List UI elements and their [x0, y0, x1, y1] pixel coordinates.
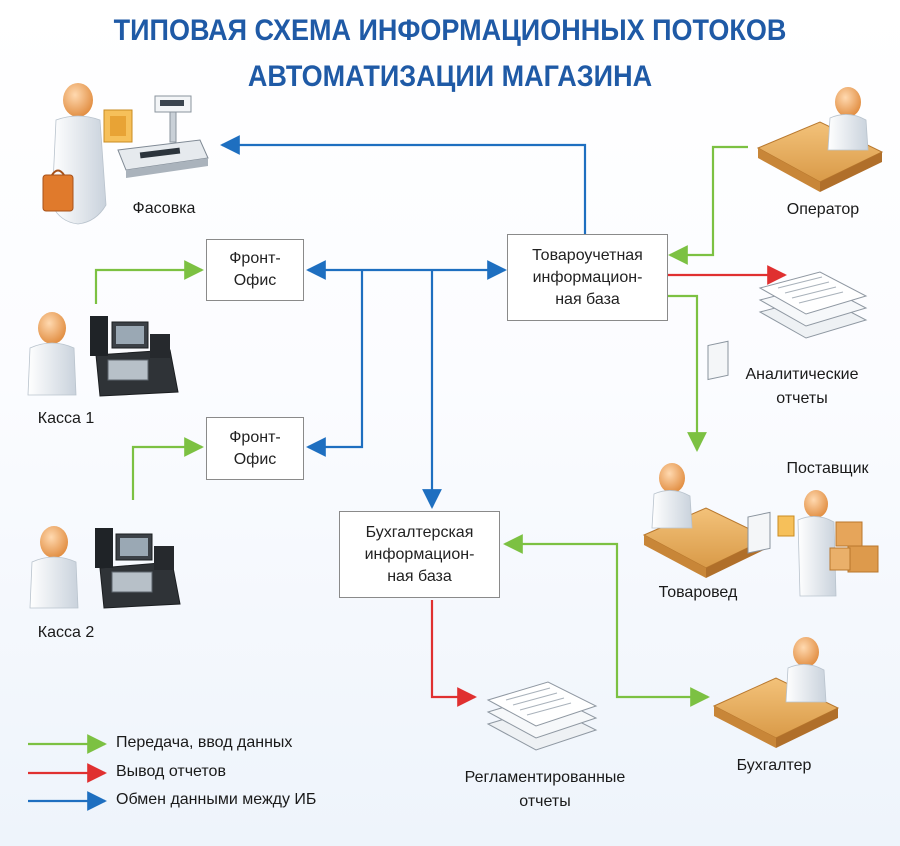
cash2-register-icon [95, 528, 181, 609]
arrow-to-accountant [615, 638, 710, 707]
accountant-desk-icon [712, 511, 840, 748]
cash1-cashier-icon [27, 312, 77, 396]
supplier-icon [777, 490, 879, 597]
cash2-cashier-icon [29, 526, 79, 609]
arrow-operator-to-goods-db [668, 145, 748, 265]
diagram-title-line2: АВТОМАТИЗАЦИИ МАГАЗИНА [247, 60, 653, 93]
front-office-2-box: Фронт- Офис [206, 417, 304, 480]
accountant-label: Бухгалтер [736, 757, 812, 774]
arrow-cash1-to-front-office [94, 260, 204, 304]
analytic-reports-icon [758, 271, 868, 339]
front-office-1-box: Фронт- Офис [206, 239, 304, 301]
arrow-goods-db-to-merchandiser [668, 294, 707, 452]
legend-red-label: Вывод отчетов [116, 763, 226, 780]
cash2-label: Касса 2 [37, 624, 95, 641]
diagram-title-line1: ТИПОВАЯ СХЕМА ИНФОРМАЦИОННЫХ ПОТОКОВ [113, 14, 787, 47]
regulated-reports-label: Регламентированные отчеты [464, 769, 626, 810]
cash1-register-icon [90, 316, 179, 397]
arrow-cash2-to-front-office [131, 437, 204, 500]
legend-green-label: Передача, ввод данных [116, 734, 293, 751]
packing-label: Фасовка [132, 200, 196, 217]
scales-icon [117, 95, 209, 178]
analytic-reports-label: Аналитические отчеты [745, 366, 859, 407]
operator-desk-icon [756, 87, 884, 192]
supplier-label: Поставщик [786, 460, 869, 477]
cash1-label: Касса 1 [37, 410, 95, 427]
goods-db-box: Товароучетная информацион- ная база [507, 234, 668, 321]
packing-person-icon [42, 83, 133, 225]
arrow-to-front-office-2 [306, 270, 364, 457]
merchandiser-label: Товаровед [658, 584, 738, 601]
arrow-accountant-to-accounting-db [503, 534, 619, 638]
legend-blue-label: Обмен данными между ИБ [116, 791, 317, 808]
arrow-goods-db-to-packing [220, 135, 587, 234]
regulated-reports-icon [486, 681, 598, 751]
arrow-accounting-db-to-regulated-reports [430, 600, 477, 707]
merchandiser-desk-icon [642, 340, 770, 578]
accounting-db-box: Бухгалтерская информацион- ная база [339, 511, 500, 598]
operator-label: Оператор [786, 201, 860, 218]
